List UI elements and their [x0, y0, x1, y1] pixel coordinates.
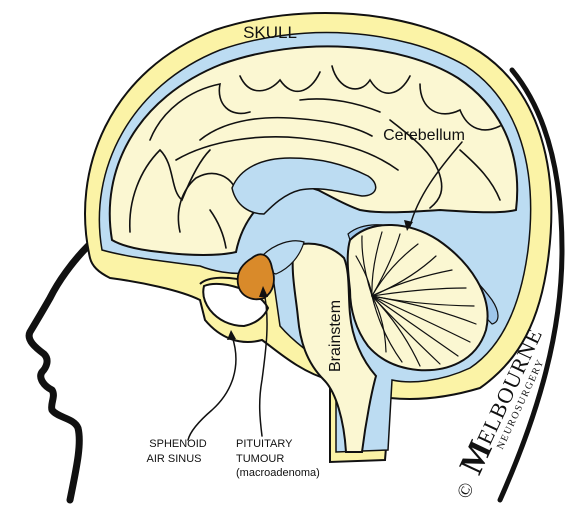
label-pituitary-line1: PITUITARY [236, 438, 293, 450]
label-brainstem: Brainstem [327, 300, 344, 372]
face-profile [29, 246, 88, 500]
label-sphenoid-line1: SPHENOID [149, 438, 207, 450]
watermark-copyright: © [453, 479, 479, 502]
label-pituitary-line3: (macroadenoma) [236, 467, 320, 479]
label-sphenoid-line2: AIR SINUS [146, 453, 201, 465]
label-pituitary-line2: TUMOUR [236, 453, 284, 465]
sphenoid-pointer [188, 336, 236, 440]
label-skull: SKULL [243, 23, 297, 42]
label-cerebellum: Cerebellum [383, 127, 465, 144]
